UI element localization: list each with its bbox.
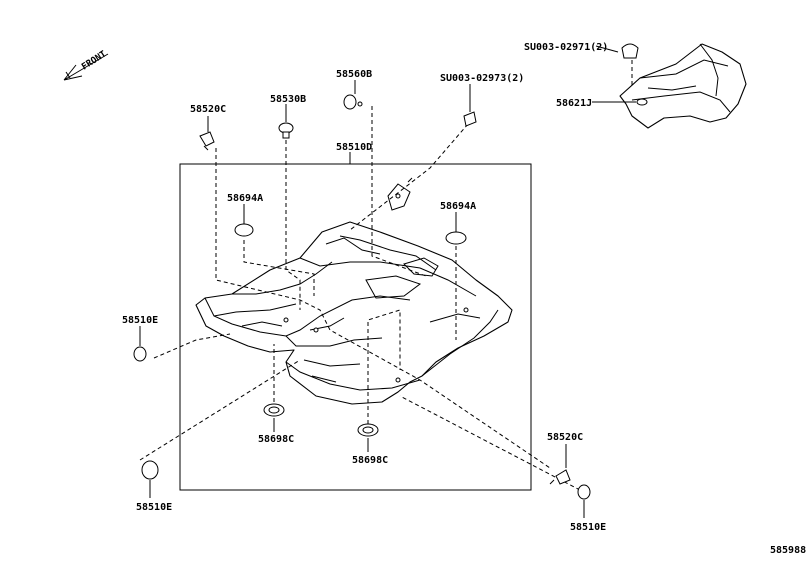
label-58530B: 58530B <box>270 94 306 105</box>
label-58621J: 58621J <box>556 98 592 109</box>
dashed-leaders <box>139 60 633 491</box>
pad-58694A-left <box>234 223 254 237</box>
front-arrow: FRONT <box>63 49 109 81</box>
label-58510E-bottom-left: 58510E <box>136 502 172 513</box>
clip-58510E-bottom-right <box>577 484 591 500</box>
washer-58698C-right <box>357 423 379 437</box>
pad-58694A-right <box>445 231 467 245</box>
label-58560B: 58560B <box>336 69 372 80</box>
clip-58520C-bottom <box>549 469 571 485</box>
cap-su003-02971 <box>621 43 639 59</box>
label-58520C-bottom: 58520C <box>547 432 583 443</box>
label-58694A-left: 58694A <box>227 193 263 204</box>
label-su003-02971: SU003-02971(2) <box>524 42 608 53</box>
label-58510E-left: 58510E <box>122 315 158 326</box>
bracket-plate <box>387 177 413 211</box>
clip-58560B <box>343 94 363 110</box>
floor-carpet <box>195 221 513 405</box>
diagram-code: 585988 <box>770 545 806 556</box>
label-58520C-top: 58520C <box>190 104 226 115</box>
label-su003-02973: SU003-02973(2) <box>440 73 524 84</box>
label-58510E-bottom-right: 58510E <box>570 522 606 533</box>
clip-58510E-left <box>133 346 147 362</box>
label-58510D: 58510D <box>336 142 372 153</box>
part-58621J <box>619 43 747 129</box>
washer-58698C-left <box>263 403 285 417</box>
clip-58510E-bottom-left <box>141 460 159 480</box>
clip-58530B <box>278 122 294 139</box>
label-58694A-right: 58694A <box>440 201 476 212</box>
front-label: FRONT <box>80 49 109 72</box>
label-leaders <box>139 45 636 518</box>
carpet-assembly-frame <box>179 163 532 491</box>
label-58698C-left: 58698C <box>258 434 294 445</box>
clip-su003-02973 <box>463 111 477 127</box>
label-58698C-right: 58698C <box>352 455 388 466</box>
clip-58520C-top <box>199 131 215 151</box>
